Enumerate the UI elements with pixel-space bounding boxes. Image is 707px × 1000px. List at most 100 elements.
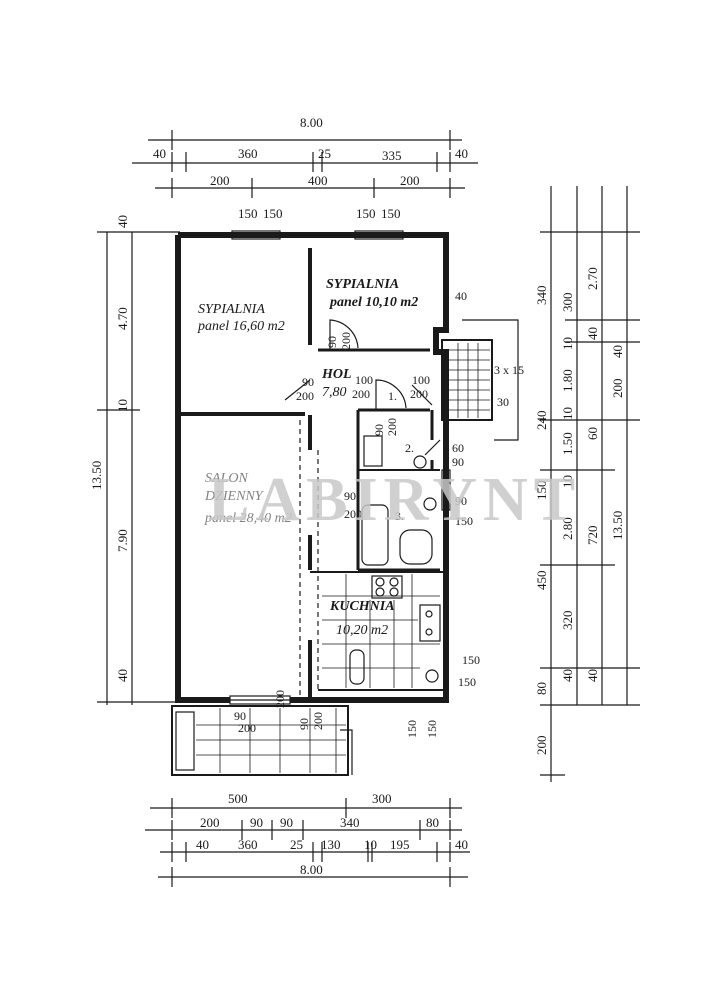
- dim-int-100a: 100: [355, 373, 373, 387]
- room-salon-area: panel 28,40 m2: [204, 511, 292, 526]
- dim-r1-150: 150: [534, 481, 549, 501]
- marker-2: 2.: [405, 441, 414, 455]
- interior-dimensions: 40 90 200 90 200 100 200 100 200 90 200 …: [234, 289, 480, 738]
- dim-r3-280: 2.80: [560, 517, 575, 540]
- dim-top-335: 335: [382, 148, 402, 163]
- dim-int-90d: 90: [452, 455, 464, 469]
- dim-r3-720: 720: [585, 526, 600, 546]
- room-kuchnia-area: 10,20 m2: [336, 623, 388, 638]
- fridge: [349, 649, 365, 685]
- dim-r2-40: 40: [560, 669, 575, 682]
- dim-r1-200: 200: [534, 736, 549, 756]
- room-sypialnia-2-name: SYPIALNIA: [326, 277, 399, 292]
- dim-r2-10b: 10: [560, 407, 575, 420]
- dim-int-200b: 200: [296, 389, 314, 403]
- dim-int-150d: 150: [405, 720, 419, 738]
- basin-icon: [423, 497, 437, 511]
- dim-int-200h: 200: [311, 712, 325, 730]
- dim-top-200b: 200: [400, 173, 420, 188]
- dim-r3-270: 2.70: [585, 267, 600, 290]
- doors: [284, 319, 441, 456]
- dim-r1-340: 340: [534, 286, 549, 306]
- room-sypialnia-1-name: SYPIALNIA: [198, 302, 265, 317]
- dim-left-1350: 13.50: [89, 461, 104, 490]
- dim-int-150a: 150: [455, 514, 473, 528]
- dim-bot-300: 300: [372, 791, 392, 806]
- dim-int-90h: 90: [297, 718, 311, 730]
- dim-bot-90b: 90: [280, 815, 293, 830]
- balcony: [171, 705, 353, 776]
- dim-int-200i: 200: [273, 690, 287, 708]
- window-right-bath: [441, 469, 451, 511]
- room-kuchnia-name: KUCHNIA: [329, 599, 395, 614]
- dim-bot-340: 340: [340, 815, 360, 830]
- dim-left-790: 7.90: [115, 529, 130, 552]
- stairwell: 3 x 15 30: [441, 319, 524, 441]
- dim-int-90g: 90: [234, 709, 246, 723]
- dim-r2-320: 320: [560, 611, 575, 631]
- dim-int-200f: 200: [344, 507, 362, 521]
- dim-r4-40: 40: [610, 345, 625, 358]
- shower-tray: [399, 529, 433, 565]
- dim-int-150c: 150: [458, 675, 476, 689]
- dim-bot-500: 500: [228, 791, 248, 806]
- dim-r3-40b: 40: [585, 669, 600, 682]
- dim-int-90e: 90: [344, 489, 356, 503]
- dim-int-90f: 90: [455, 494, 467, 508]
- dim-int-150e: 150: [425, 720, 439, 738]
- dim-r4-1350: 13.50: [610, 511, 625, 540]
- kitchen-drain-icon: [425, 669, 439, 683]
- dim-int-100b: 100: [412, 373, 430, 387]
- dim-stairs-3x15: 3 x 15: [494, 363, 524, 377]
- dim-top-40b: 40: [455, 146, 468, 161]
- dim-bot-80: 80: [426, 815, 439, 830]
- dim-r4-60: 60: [585, 427, 600, 440]
- bathtub: [361, 504, 389, 566]
- top-dimensions: 8.00 40 360 25 335 40 200 400 200 150 15…: [132, 115, 478, 221]
- dim-int-60: 60: [452, 441, 464, 455]
- room-hol-name: HOL: [321, 367, 352, 382]
- bathroom-fixtures: [361, 435, 437, 566]
- dim-stairs-30: 30: [497, 395, 509, 409]
- dim-left-40b: 40: [115, 669, 130, 682]
- room-salon-name: SALON: [205, 471, 248, 486]
- dim-bot-10: 10: [364, 837, 377, 852]
- dim-int-200a: 200: [339, 332, 353, 350]
- kitchen-tile-grid: [322, 574, 440, 688]
- dim-r1-450: 450: [534, 571, 549, 591]
- dim-left-470: 4.70: [115, 307, 130, 330]
- right-dimensions: 340 240 150 450 80 200 10 10 10 320 40 2…: [534, 186, 640, 782]
- stove: [371, 575, 403, 599]
- dim-r3-180: 1.80: [560, 369, 575, 392]
- dim-top-win150a: 150: [238, 206, 258, 221]
- dim-r1-240: 240: [534, 411, 549, 431]
- dim-top-360: 360: [238, 146, 258, 161]
- dim-bot-200: 200: [200, 815, 220, 830]
- dim-top-400: 400: [308, 173, 328, 188]
- dim-bot-130: 130: [321, 837, 341, 852]
- dim-int-90a: 90: [325, 336, 339, 348]
- room-salon-sub: DZIENNY: [204, 489, 265, 504]
- room-sypialnia-2-area: panel 10,10 m2: [329, 295, 418, 310]
- windows: [229, 230, 451, 705]
- dim-r3-300: 300: [560, 293, 575, 313]
- dim-top-40a: 40: [153, 146, 166, 161]
- dim-bot-40a: 40: [196, 837, 209, 852]
- dim-r1-80: 80: [534, 682, 549, 695]
- dim-int-200e: 200: [385, 418, 399, 436]
- dim-int-200c: 200: [352, 387, 370, 401]
- dim-top-win150d: 150: [381, 206, 401, 221]
- stair-tiles: [448, 343, 490, 418]
- room-labels: SYPIALNIA panel 16,60 m2 SYPIALNIA panel…: [197, 277, 418, 638]
- dim-top-win150c: 150: [356, 206, 376, 221]
- dim-int-150b: 150: [462, 653, 480, 667]
- dim-bot-360: 360: [238, 837, 258, 852]
- dim-int-90c: 90: [372, 424, 386, 436]
- room-sypialnia-1-area: panel 16,60 m2: [197, 319, 285, 334]
- dim-top-total: 8.00: [300, 115, 323, 130]
- kitchen-fixtures: [322, 574, 441, 688]
- dim-int-200d: 200: [410, 387, 428, 401]
- toilet-tank: [363, 435, 383, 467]
- left-dimensions: 40 4.70 10 13.50 7.90 40: [89, 215, 180, 705]
